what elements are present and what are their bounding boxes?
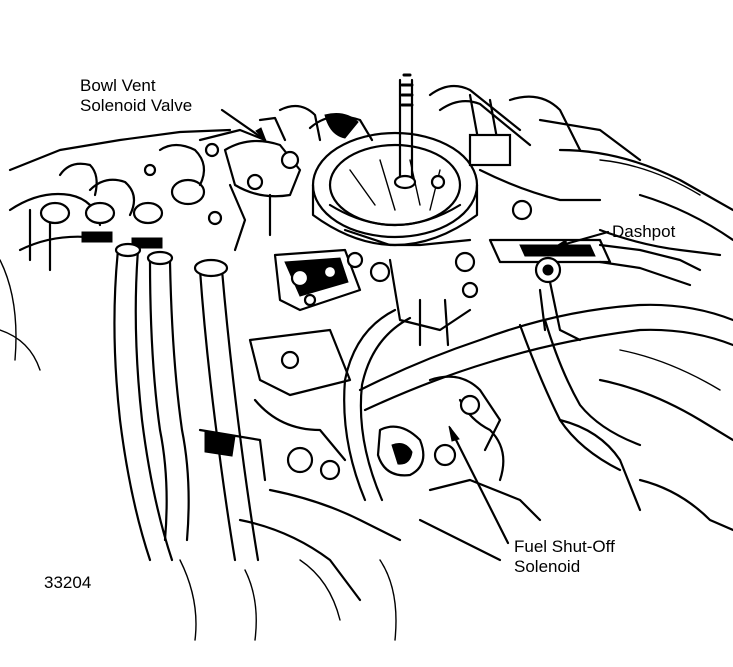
leader-lines: [220, 108, 610, 545]
figure-number: 33204: [44, 573, 92, 592]
dashpot-assembly: [488, 238, 702, 342]
fuel-shutoff-solenoid-label: Fuel Shut-Off Solenoid: [514, 537, 615, 577]
intake-manifold-left: [0, 128, 267, 371]
fuel-lines-center: [343, 303, 733, 502]
carburetor-base: [273, 228, 479, 347]
carburetor-air-horn: [308, 73, 479, 247]
fuel-shutoff-label-line-2: Solenoid: [514, 557, 581, 576]
vacuum-hoses-left: [113, 242, 260, 562]
bowl-vent-solenoid-label: Bowl Vent Solenoid Valve: [80, 76, 192, 116]
throttle-linkage-upper: [428, 84, 733, 257]
fuel-shutoff-label-line-1: Fuel Shut-Off: [514, 537, 615, 556]
bowl-vent-label-line-1: Bowl Vent: [80, 76, 156, 95]
lower-engine-block: [179, 328, 733, 641]
dashpot-label: Dashpot: [612, 222, 676, 241]
bowl-vent-label-line-2: Solenoid Valve: [80, 96, 193, 115]
fuel-shutoff-leader: [448, 426, 510, 545]
bowl-vent-solenoid: [223, 104, 322, 252]
bowl-vent-leader: [220, 108, 267, 142]
